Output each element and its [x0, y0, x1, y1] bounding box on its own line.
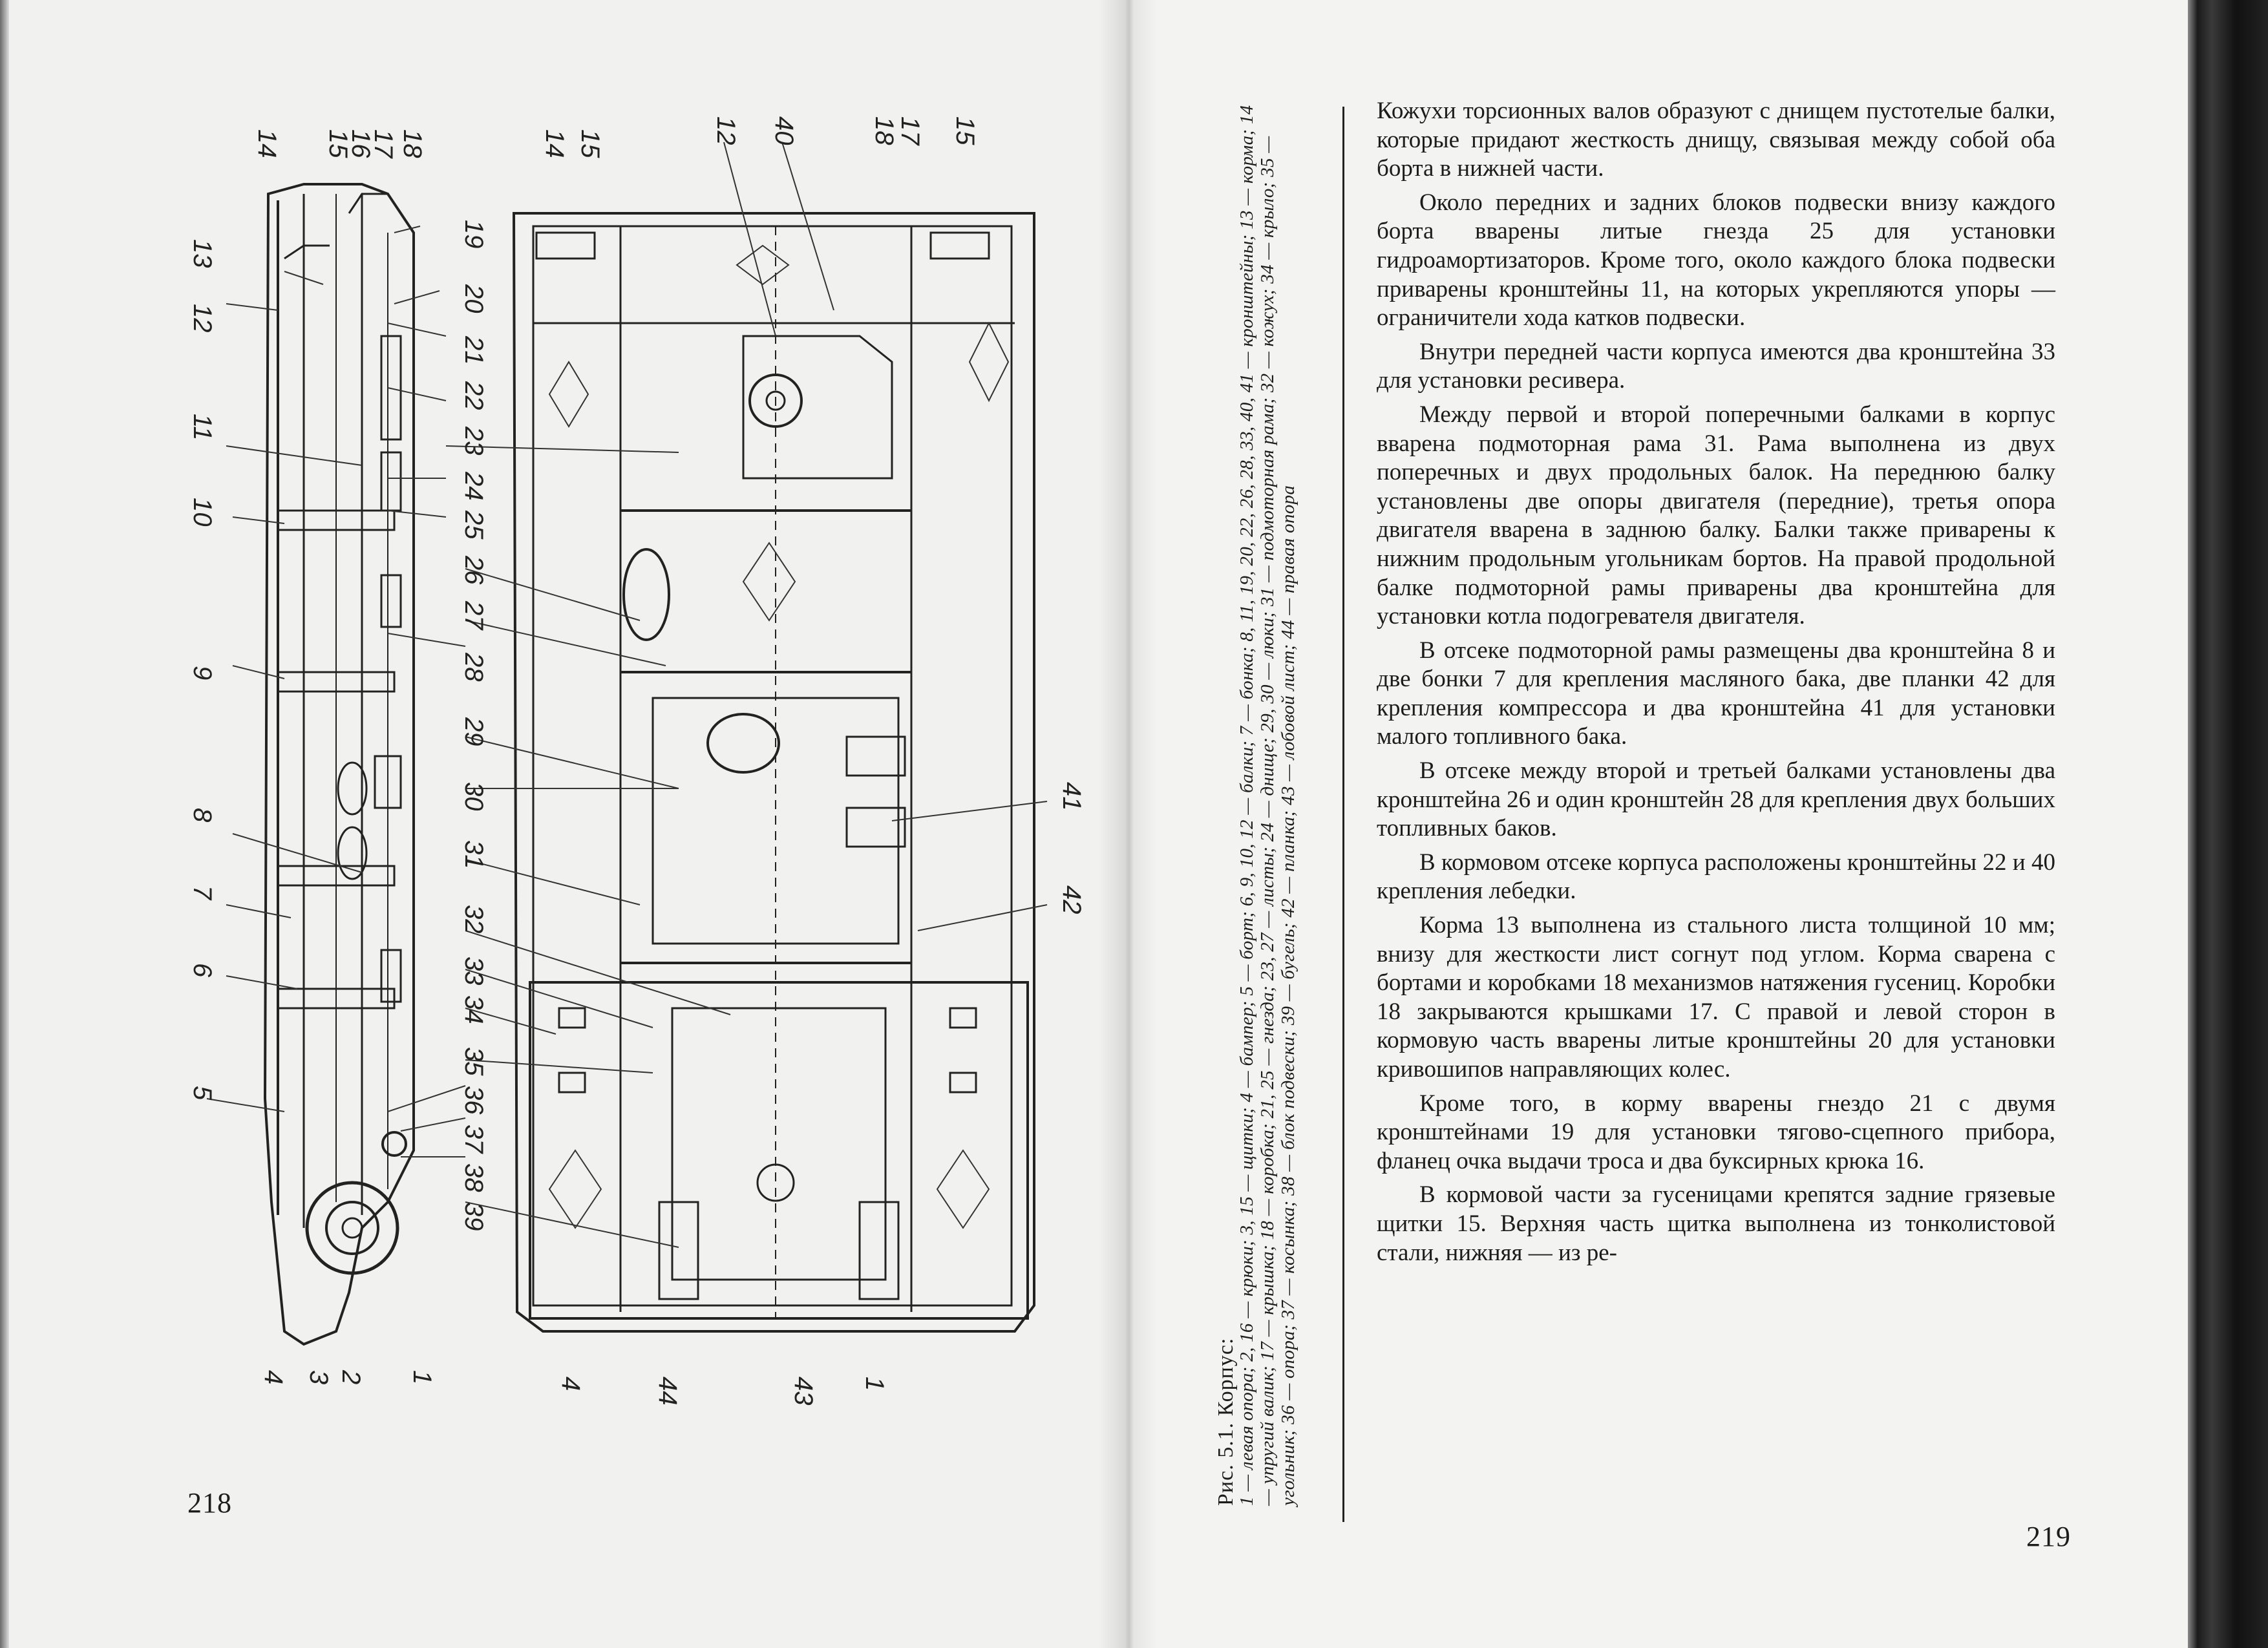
paragraph: Внутри передней части корпуса имеются дв…: [1377, 338, 2055, 394]
svg-text:43: 43: [789, 1377, 818, 1406]
paragraph: Корма 13 выполнена из стального листа то…: [1377, 912, 2055, 1083]
left-page-edge: [0, 0, 9, 1648]
svg-text:40: 40: [770, 116, 798, 145]
left-page: [0, 0, 1128, 1648]
page-number-right: 219: [2026, 1521, 2071, 1552]
paragraph: В кормовом отсеке корпуса расположены кр…: [1377, 849, 2055, 905]
svg-text:19: 19: [460, 220, 488, 249]
svg-text:25: 25: [460, 510, 488, 540]
svg-text:16: 16: [346, 129, 375, 158]
svg-text:2: 2: [337, 1369, 365, 1384]
svg-text:1: 1: [408, 1370, 436, 1384]
figure-caption-title: Рис. 5.1. Корпус:: [1214, 1337, 1238, 1506]
right-book-edge: [2188, 0, 2268, 1648]
figure-caption: Рис. 5.1. Корпус: 1 — левая опора; 2, 16…: [1214, 97, 1325, 1506]
svg-text:26: 26: [460, 555, 488, 585]
body-text-column: Кожухи торсионных валов образуют с днище…: [1377, 97, 2055, 1273]
svg-text:42: 42: [1057, 885, 1086, 914]
svg-text:4: 4: [259, 1370, 288, 1384]
svg-text:8: 8: [188, 808, 217, 823]
paragraph: Кроме того, в корму вварены гнездо 21 с …: [1377, 1090, 2055, 1174]
svg-text:27: 27: [460, 600, 488, 631]
hull-side-view: [263, 183, 415, 1346]
svg-text:9: 9: [188, 666, 217, 680]
paragraph: В отсеке между второй и третьей балками …: [1377, 757, 2055, 842]
svg-text:7: 7: [188, 885, 217, 901]
svg-text:36: 36: [460, 1086, 488, 1115]
svg-text:20: 20: [460, 284, 488, 313]
svg-text:34: 34: [460, 995, 488, 1024]
svg-text:15: 15: [951, 116, 979, 145]
svg-text:5: 5: [188, 1086, 217, 1101]
paragraph: Между первой и второй поперечными балкам…: [1377, 401, 2055, 630]
svg-text:15: 15: [576, 129, 604, 158]
paragraph: Кожухи торсионных валов образуют с днище…: [1377, 98, 2055, 182]
page-number-left: 218: [187, 1487, 232, 1519]
svg-text:18: 18: [870, 116, 898, 145]
book-gutter: [1099, 0, 1157, 1648]
svg-text:6: 6: [188, 963, 217, 978]
svg-text:10: 10: [188, 498, 217, 527]
svg-text:3: 3: [304, 1370, 333, 1384]
svg-text:14: 14: [253, 129, 281, 158]
svg-text:29: 29: [460, 717, 488, 746]
svg-text:4: 4: [556, 1377, 585, 1391]
svg-text:44: 44: [653, 1377, 682, 1406]
svg-text:30: 30: [460, 782, 488, 811]
svg-text:32: 32: [460, 905, 488, 934]
svg-text:39: 39: [460, 1202, 488, 1231]
svg-text:11: 11: [188, 414, 217, 441]
svg-text:31: 31: [460, 840, 488, 869]
svg-text:22: 22: [460, 381, 488, 410]
paragraph: В отсеке подмоторной рамы размещены два …: [1377, 637, 2055, 750]
paragraph: Около передних и задних блоков подвески …: [1377, 189, 2055, 332]
svg-text:14: 14: [540, 129, 569, 158]
hull-plan-view: [512, 212, 1035, 1333]
svg-text:21: 21: [460, 335, 488, 365]
svg-text:37: 37: [460, 1125, 488, 1154]
svg-text:12: 12: [188, 304, 217, 333]
svg-text:23: 23: [460, 426, 488, 456]
column-rule: [1342, 107, 1344, 1522]
svg-text:24: 24: [460, 471, 488, 501]
svg-text:18: 18: [398, 129, 427, 158]
figure-caption-legend: 1 — левая опора; 2, 16 — крюки; 3, 15 — …: [1236, 105, 1298, 1506]
svg-text:35: 35: [460, 1047, 488, 1076]
svg-text:15: 15: [324, 129, 352, 158]
right-page: [1128, 0, 2201, 1648]
svg-text:33: 33: [460, 956, 488, 986]
paragraph: В кормовой части за гусеницами крепятся …: [1377, 1181, 2055, 1266]
svg-text:38: 38: [460, 1163, 488, 1192]
svg-text:1: 1: [860, 1377, 889, 1391]
svg-text:17: 17: [896, 116, 924, 146]
hull-drawing: 13 12 11 10 9 8 7 6 5 4 3 2 1 14 15 16 1…: [188, 116, 1086, 1406]
svg-text:28: 28: [460, 652, 488, 682]
svg-text:13: 13: [188, 239, 217, 268]
svg-text:17: 17: [369, 129, 397, 159]
svg-text:12: 12: [712, 116, 740, 145]
svg-text:41: 41: [1057, 782, 1086, 811]
